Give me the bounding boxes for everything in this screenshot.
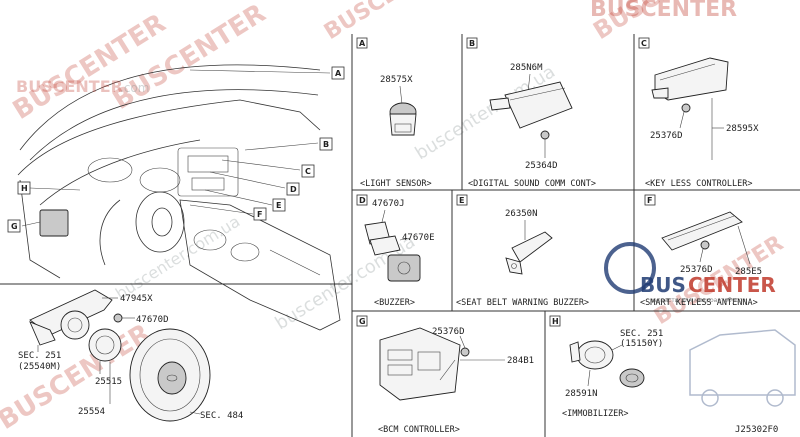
panel-d-caption: <BUZZER> [374,298,415,308]
panel-h: H SEC. 251 (15150Y) 28591N <IMMOBILIZER> [549,315,663,419]
svg-text:H: H [21,184,28,193]
panel-e-tag: E [459,196,464,205]
tag-g: G [7,219,21,233]
panel-a-tag: A [359,39,366,48]
tag-c: C [301,164,315,178]
panel-g-caption: <BCM CONTROLLER> [378,425,460,435]
bolt-icon [540,130,550,140]
part-code-285e5: 285E5 [735,267,762,277]
part-code-28575x: 28575X [380,75,413,85]
panel-h-caption: <IMMOBILIZER> [562,409,629,419]
part-code-25376d-g: 25376D [432,327,465,337]
panel-e-caption: <SEAT BELT WARNING BUZZER> [456,298,589,308]
panel-b-caption: <DIGITAL SOUND COMM CONT> [468,179,596,189]
part-code-25364d: 25364D [525,161,558,171]
part-code-25376d-f: 25376D [680,265,713,275]
smart-keyless-antenna-icon [661,211,743,251]
diagram-code: J25302F0 [735,425,778,435]
tag-a: A [331,66,345,80]
svg-text:A: A [335,69,342,78]
buzzer-icon [387,254,421,282]
logo-ring-icon [604,242,656,294]
panel-b: B 285N6M 25364D <DIGITAL SOUND COMM CONT… [466,37,596,189]
svg-text:C: C [305,167,311,176]
logo-subtitle: запчасти для микроавтобусов [650,297,746,304]
part-code-25376d: 25376D [650,131,683,141]
part-code-47670e: 47670E [402,233,435,243]
bolt-icon [113,313,123,323]
banner-com-left: .com [120,81,149,95]
sec-251-code: (25540M) [18,362,61,372]
key-cylinder-icon [619,368,645,388]
panel-b-tag: B [469,39,475,48]
bolt-icon [460,347,470,357]
panel-f-tag: F [647,196,652,205]
panel-a-caption: <LIGHT SENSOR> [360,179,432,189]
panel-d-tag: D [359,196,366,205]
panel-f: F 25376D 285E5 <SMART KEYLESS ANTENNA> [640,194,762,308]
panel-g-tag: G [359,317,366,326]
panel-c-caption: <KEY LESS CONTROLLER> [645,179,752,189]
panel-f-caption: <SMART KEYLESS ANTENNA> [640,298,758,308]
part-code-26350n: 26350N [505,209,538,219]
panel-g: G 25376D 284B1 <BCM CONTROLLER> [356,315,534,435]
svg-text:E: E [276,201,281,210]
banner-brand: BUSCENTER [590,0,737,22]
part-code-28591n: 28591N [565,389,598,399]
svg-text:F: F [257,210,262,219]
part-code-47945x: 47945X [120,294,153,304]
panel-grid [0,34,800,437]
bcm-module-icon [39,209,69,237]
svg-text:D: D [290,185,297,194]
watermark-brand: BUSCENTER [320,0,458,45]
panel-a: A 28575X <LIGHT SENSOR> [356,37,432,189]
sec-251-label: SEC. 251 [18,351,61,361]
bcm-controller-icon [379,327,461,401]
logo-bus-text: BUS [640,273,686,297]
dashboard-overview: A B C D E F G H [7,64,345,331]
part-code-284b1: 284B1 [507,356,534,366]
seat-belt-buzzer-icon [511,231,553,263]
sec-484-label: SEC. 484 [200,411,243,421]
tag-f: F [253,207,267,221]
sec-251-code-h: (15150Y) [620,339,663,349]
banner-brand-left: BUSCENTER [16,77,123,96]
bolt-icon [681,103,691,113]
part-code-47670j: 47670J [372,199,405,209]
part-code-47670d: 47670D [136,315,169,325]
part-code-25515: 25515 [95,377,122,387]
tag-h: H [17,181,31,195]
panel-e: E 26350N <SEAT BELT WARNING BUZZER> [456,194,589,308]
watermark-site: buscenter.com.ua [112,212,243,304]
tag-d: D [286,182,300,196]
immobilizer-antenna-icon [576,340,614,370]
van-silhouette-icon [689,329,796,407]
tag-e: E [272,198,286,212]
sound-controller-icon [504,81,573,129]
logo-center-text: CENTER [688,273,776,297]
top-watermark-banner: BUSCENTER BUSCENTER .com [16,0,737,96]
panel-h-tag: H [552,317,559,326]
part-code-25554: 25554 [78,407,105,417]
clock-spring-icon [88,328,122,362]
part-code-28595x: 28595X [726,124,759,134]
tag-b: B [319,137,333,151]
svg-text:G: G [11,222,18,231]
panel-c-tag: C [641,39,647,48]
part-code-285n6m: 285N6M [510,63,543,73]
svg-text:B: B [323,140,329,149]
panel-c: C 25376D 28595X <KEY LESS CONTROLLER> [638,37,759,189]
steering-assembly: 47945X 47670D SEC. 251 (25540M) 25515 25… [18,289,243,422]
sec-251-label-h: SEC. 251 [620,329,663,339]
bolt-icon [700,240,710,250]
panel-d: D 47670J 47670E <BUZZER> [356,194,435,308]
buscenter-logo: BUS CENTER запчасти для микроавтобусов [604,242,776,304]
